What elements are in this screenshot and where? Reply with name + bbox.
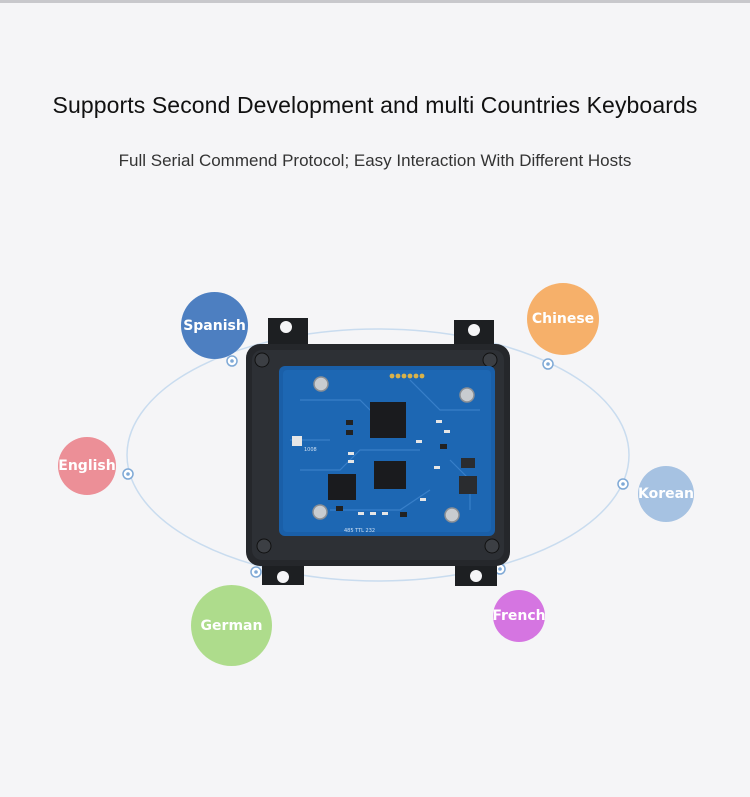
pcb-silkscreen-interfaces: 485 TTL 232 — [344, 528, 375, 534]
page-title: Supports Second Development and multi Co… — [52, 92, 698, 118]
language-bubble-german: German — [191, 585, 272, 666]
language-bubble-english: English — [58, 437, 116, 495]
language-bubble-spanish: Spanish — [181, 292, 248, 359]
orbit-ring — [126, 328, 630, 582]
language-bubble-french: French — [492, 590, 546, 642]
language-bubble-korean: Korean — [638, 466, 694, 522]
pcb-silkscreen-1008: 1008 — [304, 447, 317, 453]
top-border — [0, 0, 750, 3]
pcb-board: 1008 485 TTL 232 — [279, 366, 495, 536]
language-bubble-chinese: Chinese — [527, 283, 599, 355]
page-subtitle: Full Serial Commend Protocol; Easy Inter… — [118, 151, 632, 170]
